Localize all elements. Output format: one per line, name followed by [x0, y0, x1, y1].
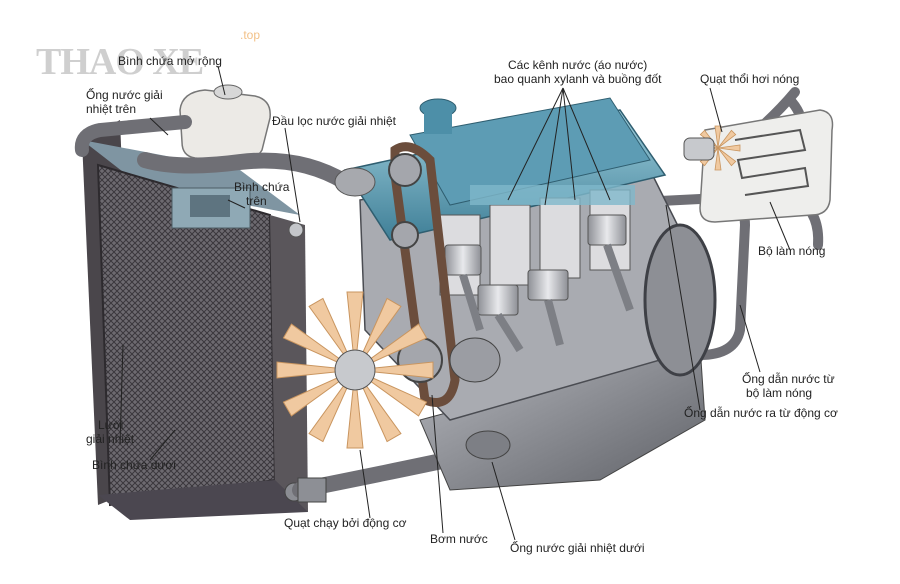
label-water-pump: Bơm nước [430, 532, 488, 546]
label-upper-tank-line1: Bình chứa [234, 180, 290, 194]
watermark-suffix: .top [240, 28, 261, 42]
water-pump [449, 337, 511, 460]
timing-belt [390, 142, 460, 407]
radiator-to-engine-hose [137, 152, 353, 190]
cam-pulley [388, 153, 422, 187]
watermark-logo: THAO XE [36, 41, 204, 83]
cylinders-cutaway [439, 185, 635, 353]
water-jacket [470, 185, 635, 205]
heater-unit [683, 109, 834, 223]
cylinder-bore-2 [489, 204, 531, 286]
upper-hose [74, 115, 192, 157]
label-heater-return-line2: bộ làm nóng [746, 386, 813, 400]
label-heater-core: Bộ làm nóng [758, 244, 826, 258]
radiator-cap-icon [288, 222, 304, 238]
heater-core-coil [734, 128, 810, 196]
label-water-jacket-line1: Các kênh nước (áo nước) [508, 58, 648, 72]
piston-3 [444, 244, 482, 276]
label-upper-hose-line2: nhiệt trên [86, 102, 137, 116]
label-expansion-tank: Bình chứa mở rộng [118, 54, 222, 68]
piston-4 [587, 214, 627, 246]
label-lower-tank: Bình chứa dưới [92, 458, 176, 472]
oil-filler-neck [424, 108, 452, 134]
cylinder-bore-3 [539, 197, 581, 279]
fan-hub [334, 349, 376, 391]
connecting-rods [459, 243, 634, 353]
radiator-to-pump-pipe [297, 477, 327, 503]
label-radiator-core-line2: giải nhiệt [86, 432, 135, 446]
fan-blades [276, 291, 434, 449]
label-upper-hose-line1: Ống nước giải [86, 88, 163, 102]
engine-fan [276, 291, 434, 449]
expansion-cap-icon [213, 84, 243, 100]
heater-fan-motor [683, 137, 715, 161]
radiator-bottom-tank [98, 480, 308, 520]
flywheel [643, 223, 717, 377]
label-lower-hose: Ống nước giải nhiệt dưới [510, 541, 645, 555]
label-engine-fan: Quạt chạy bởi động cơ [284, 516, 407, 530]
label-water-jacket-line2: bao quanh xylanh và buồng đốt [494, 72, 662, 86]
leader-lines [119, 65, 791, 541]
label-radiator-core-line1: Lưới [98, 418, 124, 432]
thermostat-housing [334, 167, 376, 197]
heater-box [699, 109, 834, 223]
engine [334, 97, 717, 491]
expansion-tank [179, 84, 271, 163]
tensioner-pulley [391, 221, 419, 249]
label-radiator-cap: Đầu lọc nước giải nhiệt [272, 114, 396, 128]
piston-2 [527, 269, 569, 301]
water-pump-inlet [465, 430, 511, 460]
piston-1 [477, 284, 519, 316]
water-pump-body [449, 337, 501, 383]
upper-tank-inner [190, 195, 230, 217]
label-upper-tank-line2: trên [246, 194, 267, 208]
label-heater-fan: Quạt thổi hơi nóng [700, 72, 800, 86]
label-engine-outlet-hose: Ống dẫn nước ra từ động cơ [684, 406, 838, 420]
label-heater-return-line1: Ống dẫn nước từ [742, 372, 835, 386]
expansion-tank-body [179, 89, 271, 163]
